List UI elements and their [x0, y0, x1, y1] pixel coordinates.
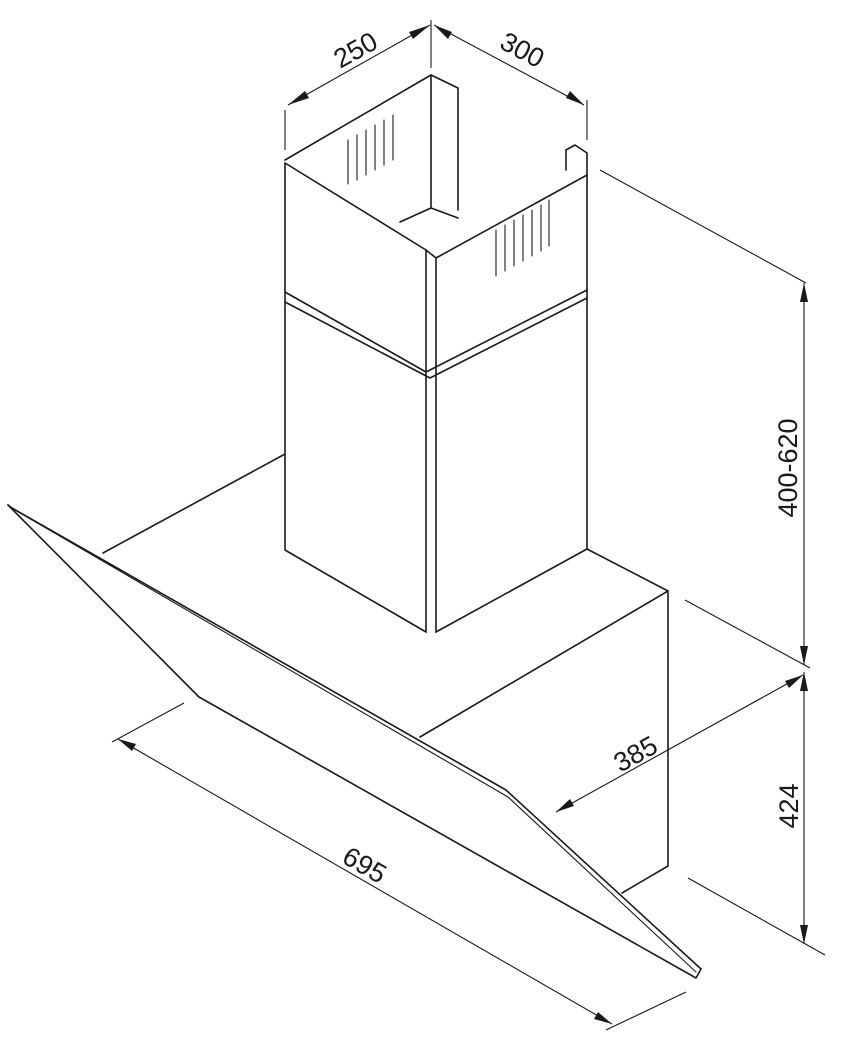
dimension-label-hood-depth: 385 [609, 730, 663, 778]
dimension-300: 300 [433, 24, 588, 140]
dimension-label-hood-width: 695 [337, 841, 391, 890]
hood-body [102, 453, 669, 894]
dimension-385: 385 [555, 674, 804, 813]
dimension-250: 250 [284, 20, 432, 150]
dimension-400-620: 400-620 [599, 169, 811, 669]
dimension-695: 695 [111, 702, 687, 1031]
glass-panel [7, 504, 702, 979]
right-vent-slots-icon [495, 199, 550, 277]
left-vent-slots-icon [347, 114, 394, 185]
dimension-label-chimney-depth: 300 [495, 26, 549, 74]
dimension-label-chimney-width: 250 [329, 26, 383, 74]
dimension-424: 424 [687, 672, 826, 956]
chimney [284, 74, 588, 633]
dimension-label-hood-height: 424 [774, 783, 804, 828]
dimension-label-chimney-height: 400-620 [773, 418, 803, 517]
